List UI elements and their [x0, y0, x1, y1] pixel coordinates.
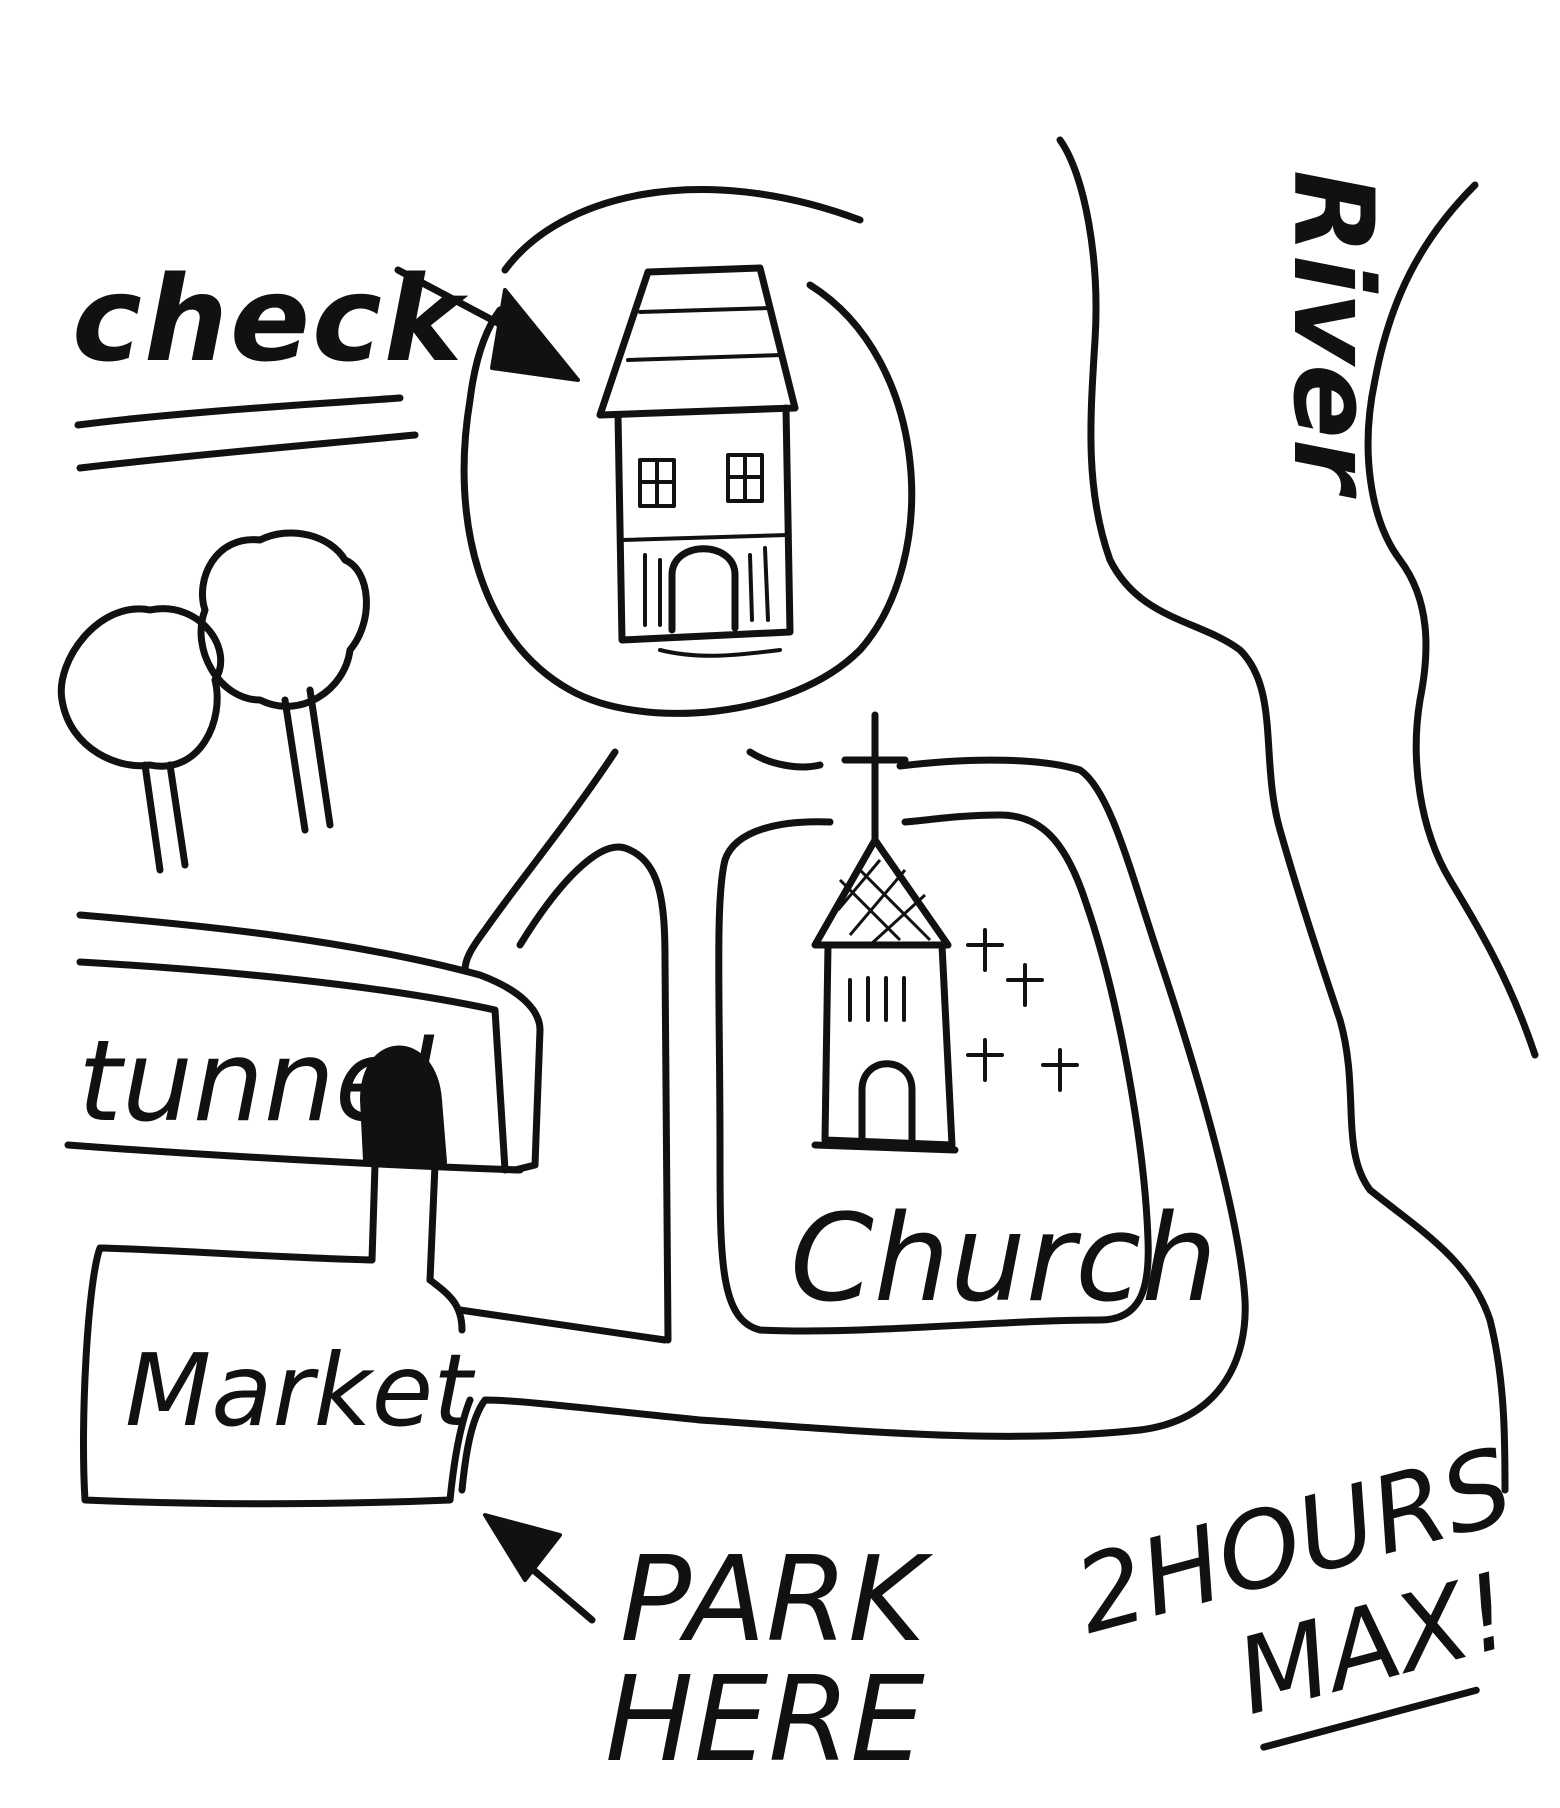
check-arrow-icon	[394, 266, 580, 382]
park-label-line2: HERE	[605, 1650, 925, 1788]
check-underline-1	[74, 394, 404, 429]
market: Market	[79, 1244, 476, 1508]
river-label: River	[1269, 170, 1397, 499]
parking-limit-note: 2HOURS MAX!	[1063, 1425, 1525, 1751]
check-label: check	[72, 250, 469, 388]
river: River	[1056, 136, 1539, 1494]
market-label: Market	[125, 1332, 476, 1449]
tree-icon	[57, 529, 370, 874]
park-arrow-icon	[483, 1513, 596, 1624]
tunnel: tunnel	[64, 911, 544, 1284]
check-note: check	[72, 250, 469, 472]
tunnel-entrance-icon	[360, 1045, 447, 1164]
house-icon	[596, 264, 799, 658]
grave-cross-icon	[966, 928, 1079, 1092]
limit-underline	[1260, 1686, 1480, 1751]
highlight-circle	[460, 186, 916, 717]
check-underline-2	[76, 431, 419, 472]
church-label: Church	[790, 1190, 1217, 1329]
church-icon	[811, 711, 959, 1154]
park-label-line1: PARK	[620, 1530, 934, 1668]
roads	[456, 748, 1249, 1494]
